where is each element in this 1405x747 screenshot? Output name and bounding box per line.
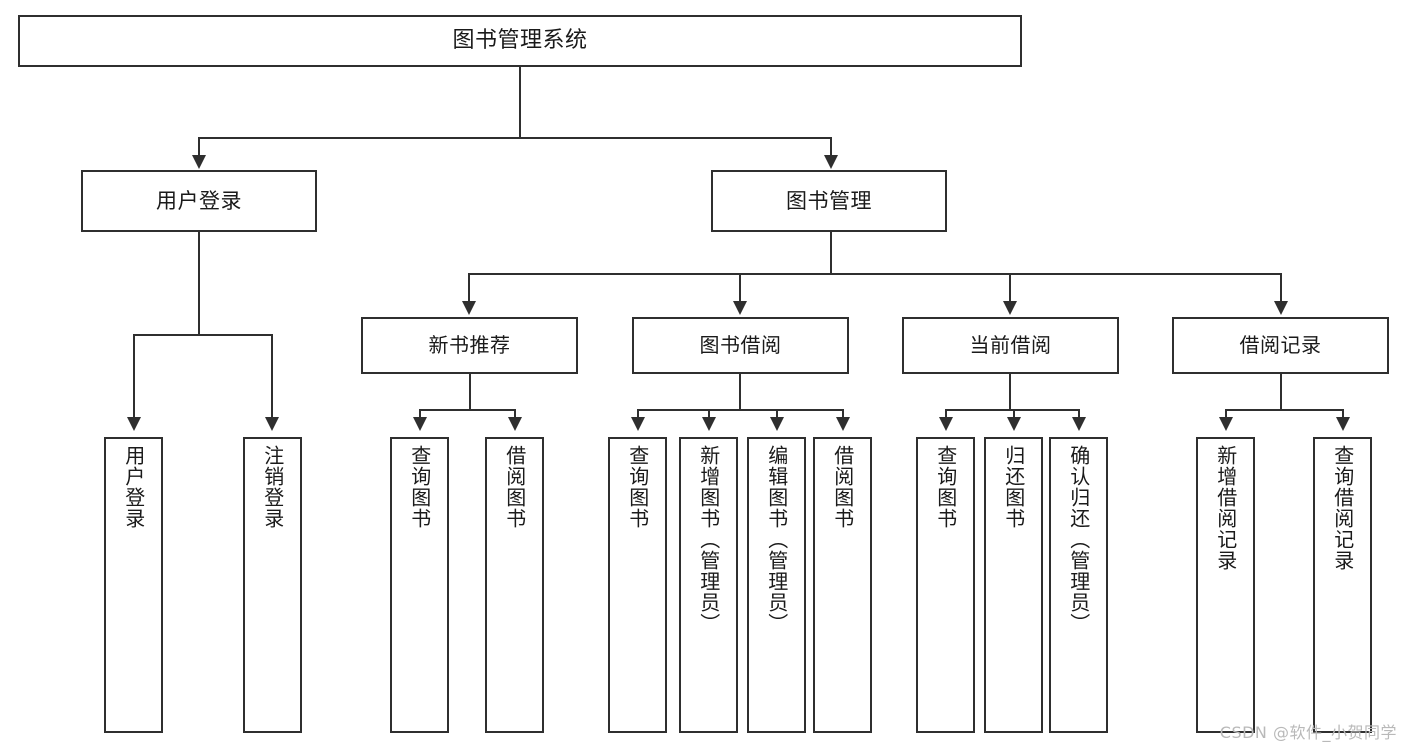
connector-new-book-rec-stem <box>469 374 471 410</box>
connector-root-to-user-login-drop <box>198 137 200 156</box>
arrowhead-book-manage-new-book-rec <box>462 301 476 315</box>
arrowhead-book-manage-borrow-record <box>1274 301 1288 315</box>
connector-new-book-rec-bar <box>419 409 515 411</box>
node-leaf-borrow-book[interactable]: 借阅图书 <box>813 437 872 733</box>
node-leaf-add-book-admin[interactable]: 新增图书（管理员） <box>679 437 738 733</box>
connector-user-login-bar <box>133 334 272 336</box>
arrowhead-user-login-leaf-2 <box>265 417 279 431</box>
arrowhead-current-borrow-leaf-2 <box>1007 417 1021 431</box>
node-label: 查询图书 <box>933 445 958 529</box>
node-borrow-record[interactable]: 借阅记录 <box>1172 317 1389 374</box>
node-leaf-logout-login[interactable]: 注销登录 <box>243 437 302 733</box>
node-label: 借阅记录 <box>1239 333 1322 357</box>
node-label: 图书借阅 <box>699 333 782 357</box>
connector-book-borrow-drop-4 <box>842 409 844 418</box>
connector-root-bar <box>198 137 831 139</box>
connector-current-borrow-drop-1 <box>945 409 947 418</box>
arrowhead-book-manage-book-borrow <box>733 301 747 315</box>
connector-book-manage-bar <box>468 273 1282 275</box>
arrowhead-user-login-leaf-1 <box>127 417 141 431</box>
arrowhead-current-borrow-leaf-1 <box>939 417 953 431</box>
node-label: 归还图书 <box>1001 445 1026 529</box>
connector-book-manage-drop-2 <box>739 273 741 302</box>
node-label: 新增借阅记录 <box>1213 445 1238 571</box>
node-leaf-return-book[interactable]: 归还图书 <box>984 437 1043 733</box>
node-book-borrow[interactable]: 图书借阅 <box>632 317 849 374</box>
connector-book-manage-drop-3 <box>1009 273 1011 302</box>
connector-user-login-drop-1 <box>133 334 135 418</box>
node-leaf-query-book-borrow[interactable]: 查询图书 <box>608 437 667 733</box>
arrowhead-book-borrow-leaf-4 <box>836 417 850 431</box>
connector-book-manage-drop-1 <box>468 273 470 302</box>
arrowhead-borrow-record-leaf-1 <box>1219 417 1233 431</box>
arrowhead-borrow-record-leaf-2 <box>1336 417 1350 431</box>
connector-root-to-book-manage-drop <box>830 137 832 156</box>
connector-borrow-record-stem <box>1280 374 1282 410</box>
connector-book-borrow-bar <box>637 409 843 411</box>
connector-user-login-drop-2 <box>271 334 273 418</box>
node-label: 编辑图书（管理员） <box>764 445 789 634</box>
arrowhead-root-to-user-login <box>192 155 206 169</box>
connector-book-manage-stem <box>830 232 832 274</box>
arrowhead-book-borrow-leaf-1 <box>631 417 645 431</box>
connector-new-book-rec-drop-1 <box>419 409 421 418</box>
node-leaf-edit-book-admin[interactable]: 编辑图书（管理员） <box>747 437 806 733</box>
node-label: 确认归还（管理员） <box>1066 445 1091 634</box>
connector-book-borrow-drop-2 <box>708 409 710 418</box>
connector-root-stem <box>519 67 521 138</box>
node-new-book-recommendation[interactable]: 新书推荐 <box>361 317 578 374</box>
node-label: 查询借阅记录 <box>1330 445 1355 571</box>
node-label: 用户登录 <box>156 188 242 213</box>
node-book-management-system[interactable]: 图书管理系统 <box>18 15 1022 67</box>
connector-book-borrow-drop-3 <box>776 409 778 418</box>
node-leaf-borrow-book-new-rec[interactable]: 借阅图书 <box>485 437 544 733</box>
node-label: 查询图书 <box>407 445 432 529</box>
connector-current-borrow-drop-3 <box>1078 409 1080 418</box>
node-label: 查询图书 <box>625 445 650 529</box>
connector-borrow-record-drop-1 <box>1225 409 1227 418</box>
node-leaf-query-borrow-record[interactable]: 查询借阅记录 <box>1313 437 1372 733</box>
connector-book-borrow-stem <box>739 374 741 410</box>
node-label: 图书管理 <box>786 188 872 213</box>
node-leaf-add-borrow-record[interactable]: 新增借阅记录 <box>1196 437 1255 733</box>
node-label: 用户登录 <box>121 445 146 529</box>
node-label: 借阅图书 <box>830 445 855 529</box>
connector-new-book-rec-drop-2 <box>514 409 516 418</box>
connector-borrow-record-bar <box>1225 409 1343 411</box>
node-label: 借阅图书 <box>502 445 527 529</box>
node-label: 注销登录 <box>260 445 285 529</box>
connector-book-manage-drop-4 <box>1280 273 1282 302</box>
csdn-watermark: CSDN @软件_小贺同学 <box>1219 723 1397 742</box>
node-label: 图书管理系统 <box>452 28 588 54</box>
connector-borrow-record-drop-2 <box>1342 409 1344 418</box>
arrowhead-book-borrow-leaf-3 <box>770 417 784 431</box>
node-label: 新增图书（管理员） <box>696 445 721 634</box>
connector-book-borrow-drop-1 <box>637 409 639 418</box>
node-current-borrow[interactable]: 当前借阅 <box>902 317 1119 374</box>
arrowhead-new-book-rec-leaf-1 <box>413 417 427 431</box>
arrowhead-root-to-book-manage <box>824 155 838 169</box>
connector-user-login-stem <box>198 232 200 335</box>
connector-current-borrow-bar <box>945 409 1079 411</box>
node-label: 新书推荐 <box>428 333 511 357</box>
node-leaf-query-book-new-rec[interactable]: 查询图书 <box>390 437 449 733</box>
arrowhead-new-book-rec-leaf-2 <box>508 417 522 431</box>
node-book-manage[interactable]: 图书管理 <box>711 170 947 232</box>
arrowhead-book-borrow-leaf-2 <box>702 417 716 431</box>
connector-current-borrow-drop-2 <box>1013 409 1015 418</box>
node-label: 当前借阅 <box>969 333 1052 357</box>
node-leaf-query-book-current[interactable]: 查询图书 <box>916 437 975 733</box>
arrowhead-book-manage-current-borrow <box>1003 301 1017 315</box>
connector-current-borrow-stem <box>1009 374 1011 410</box>
node-user-login[interactable]: 用户登录 <box>81 170 317 232</box>
arrowhead-current-borrow-leaf-3 <box>1072 417 1086 431</box>
node-leaf-confirm-return-admin[interactable]: 确认归还（管理员） <box>1049 437 1108 733</box>
node-leaf-user-login[interactable]: 用户登录 <box>104 437 163 733</box>
